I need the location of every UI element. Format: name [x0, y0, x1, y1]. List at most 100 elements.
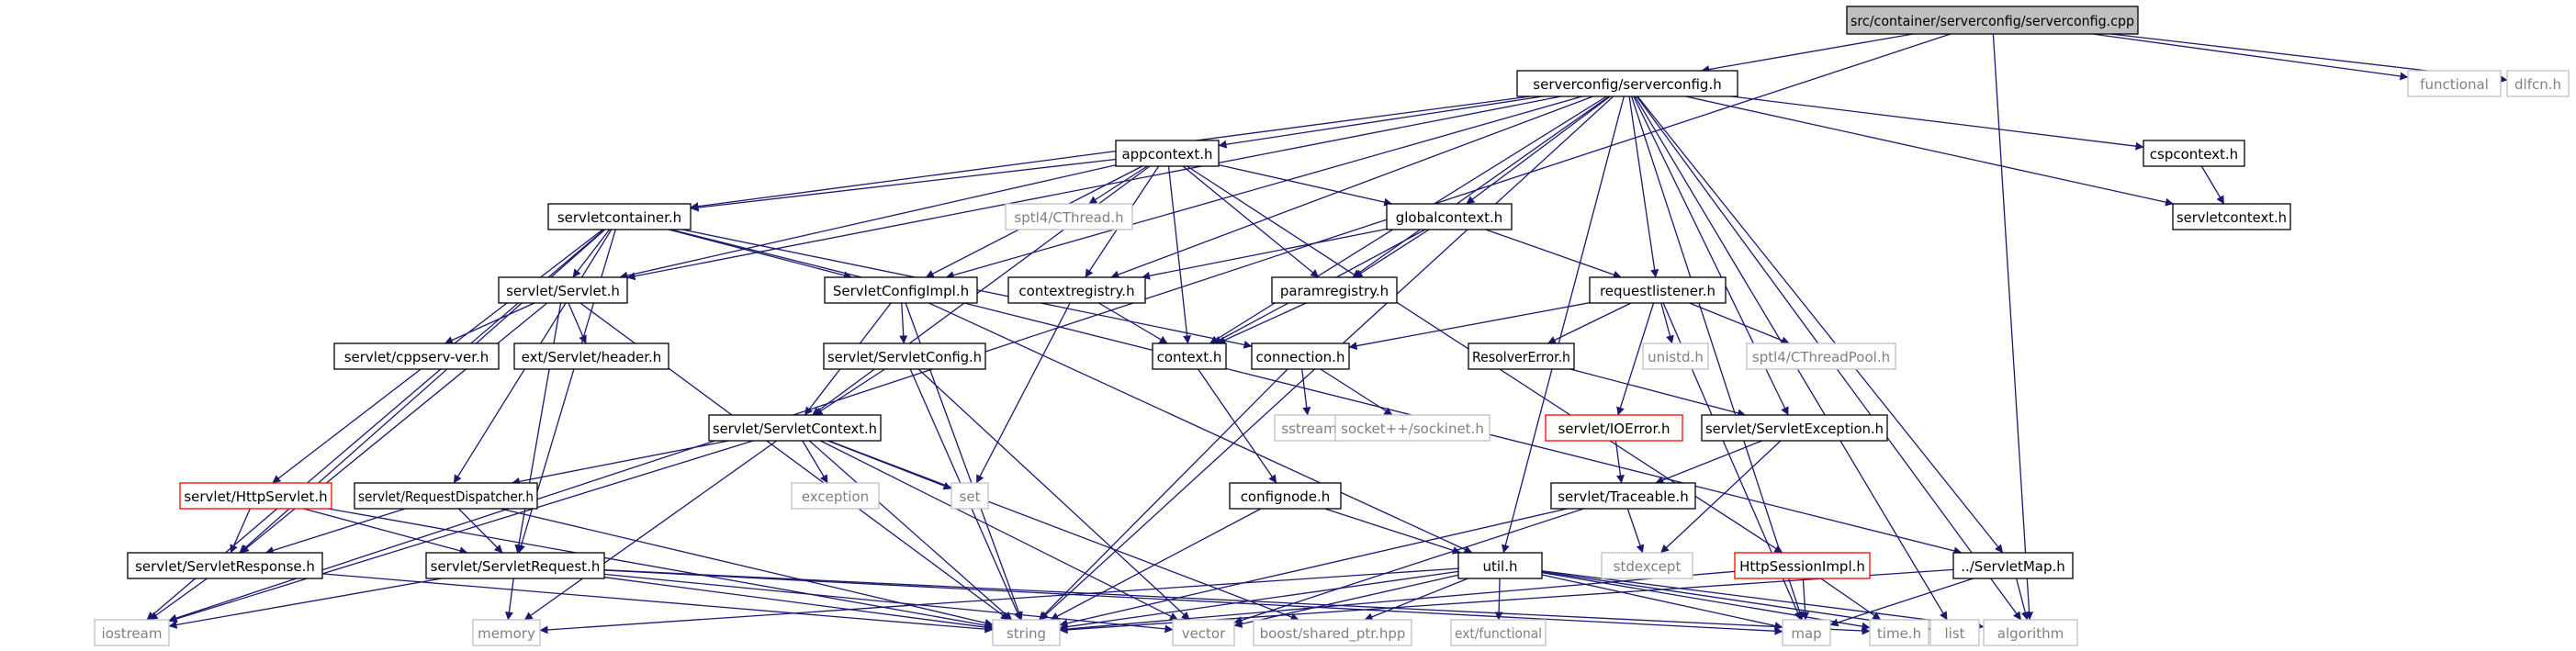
edge-root-to-sc_h — [1701, 33, 1914, 73]
edge-servletexception-to-stdexcept — [1660, 440, 1782, 554]
node-box — [1115, 140, 1220, 167]
node-serverconfig-serverconfig-h[interactable]: serverconfig/serverconfig.h — [1516, 70, 1738, 97]
node-servlet-servletresponse-h[interactable]: servlet/ServletResponse.h — [127, 552, 323, 579]
node-servlet-servletcontext-h[interactable]: servlet/ServletContext.h — [708, 414, 882, 442]
node-box — [1253, 619, 1412, 646]
node-label: servlet/ServletConfig.h — [827, 349, 982, 365]
node-box — [1450, 619, 1547, 646]
node-time-h: time.h — [1869, 619, 1929, 646]
edge-servletresponse-to-iostream — [149, 578, 208, 621]
node-label: exception — [802, 488, 869, 505]
node-servlet-httpservlet-h[interactable]: servlet/HttpServlet.h — [179, 482, 332, 510]
edge-servletconfig-to-vector — [917, 368, 1190, 621]
node-label: servlet/Traceable.h — [1558, 488, 1689, 505]
node-paramregistry-h[interactable]: paramregistry.h — [1271, 276, 1398, 304]
node--servletmap-h[interactable]: ../ServletMap.h — [1952, 552, 2074, 579]
node-label: unistd.h — [1648, 349, 1704, 365]
edge-servlet_servlet-to-servletrequest — [514, 302, 562, 554]
node-label: serverconfig/serverconfig.h — [1533, 76, 1721, 93]
node-box — [1545, 414, 1683, 442]
node-confignode-h[interactable]: confignode.h — [1229, 482, 1342, 510]
node-functional: functional — [2407, 70, 2502, 97]
node-servlet-servletconfig-h[interactable]: servlet/ServletConfig.h — [823, 342, 986, 370]
node-servlet-servletrequest-h[interactable]: servlet/ServletRequest.h — [425, 552, 605, 579]
node-httpsessionimpl-h[interactable]: HttpSessionImpl.h — [1734, 552, 1871, 579]
node-label: servlet/ServletResponse.h — [135, 558, 315, 575]
node-label: ext/functional — [1455, 625, 1542, 642]
node-box — [1516, 70, 1738, 97]
edge-requestdispatcher-to-servletrequest — [457, 508, 503, 554]
edge-sc_h-to-servletcontext_h — [1685, 95, 2174, 207]
node-src-container-serverconfig-serverconfig-cpp[interactable]: src/container/serverconfig/serverconfig.… — [1846, 6, 2139, 35]
edge-servletrequest-to-time — [603, 569, 1871, 635]
node-label: sptl4/CThread.h — [1014, 209, 1123, 226]
node-box — [2407, 70, 2502, 97]
node-box — [1983, 619, 2078, 646]
edge-servlet_servlet-to-servletresponse — [240, 302, 548, 554]
node-string: string — [992, 619, 1061, 646]
node-appcontext-h[interactable]: appcontext.h — [1115, 140, 1220, 167]
node-label: string — [1007, 625, 1046, 642]
node-label: globalcontext.h — [1396, 209, 1503, 226]
edge-servletmap-to-algorithm — [2015, 578, 2030, 621]
node-servlet-traceable-h[interactable]: servlet/Traceable.h — [1550, 482, 1696, 510]
node-servletcontainer-h[interactable]: servletcontainer.h — [547, 203, 692, 230]
node-context-h[interactable]: context.h — [1152, 342, 1227, 370]
node-label: src/container/serverconfig/serverconfig.… — [1850, 13, 2134, 29]
edge-sc_h-to-cspcontext — [1731, 95, 2144, 151]
node-servlet-ioerror-h[interactable]: servlet/IOError.h — [1545, 414, 1683, 442]
node-resolvererror-h[interactable]: ResolverError.h — [1468, 342, 1575, 370]
node-ext-functional: ext/functional — [1450, 619, 1547, 646]
edge-traceable-to-stdexcept — [1626, 508, 1645, 554]
edge-requestlistener-to-unistd — [1660, 302, 1674, 344]
node-box — [1251, 342, 1350, 370]
node-box — [547, 203, 692, 230]
node-label: algorithm — [1997, 625, 2064, 642]
node-servlet-servletexception-h[interactable]: servlet/ServletException.h — [1701, 414, 1888, 442]
node-box — [1172, 619, 1235, 646]
node-algorithm: algorithm — [1983, 619, 2078, 646]
edge-servletcontext_s-to-requestdispatcher — [511, 440, 729, 486]
node-box — [951, 482, 989, 510]
node-servlet-servlet-h[interactable]: servlet/Servlet.h — [498, 276, 628, 304]
edge-requestlistener-to-ioerror — [1616, 302, 1655, 416]
node-requestlistener-h[interactable]: requestlistener.h — [1589, 276, 1727, 304]
node-sptl4-cthread-h: sptl4/CThread.h — [1005, 203, 1133, 230]
node-label: contextregistry.h — [1018, 283, 1134, 299]
node-box — [425, 552, 605, 579]
node-box — [94, 619, 170, 646]
node-util-h[interactable]: util.h — [1457, 552, 1543, 579]
node-servletcontext-h[interactable]: servletcontext.h — [2172, 203, 2291, 230]
node-label: stdexcept — [1614, 558, 1682, 575]
node-cspcontext-h[interactable]: cspcontext.h — [2143, 140, 2245, 167]
node-sstream: sstream — [1274, 414, 1344, 442]
node-box — [708, 414, 882, 442]
node-box — [1229, 482, 1342, 510]
node-connection-h[interactable]: connection.h — [1251, 342, 1350, 370]
node-ext-servlet-header-h[interactable]: ext/Servlet/header.h — [513, 342, 669, 370]
node-box — [1386, 203, 1513, 230]
node-box — [354, 482, 538, 510]
node-servlet-requestdispatcher-h[interactable]: servlet/RequestDispatcher.h — [354, 482, 538, 510]
node-box — [1746, 342, 1896, 370]
node-servlet-cppserv-ver-h[interactable]: servlet/cppserv-ver.h — [333, 342, 500, 370]
edge-util-to-string — [1059, 570, 1459, 632]
edge-confignode-to-util — [1324, 508, 1461, 555]
edge-httpsessionimpl-to-time — [1820, 578, 1882, 621]
node-label: appcontext.h — [1121, 146, 1212, 163]
node-servletconfigimpl-h[interactable]: ServletConfigImpl.h — [824, 276, 978, 304]
node-memory: memory — [472, 619, 541, 646]
edge-servletcontext_s-to-shared_ptr — [828, 440, 1299, 622]
edge-servletexception-to-traceable — [1655, 440, 1762, 485]
edge-connection-to-sockinet — [1320, 368, 1393, 416]
node-set: set — [951, 482, 989, 510]
edge-connection-to-string — [1038, 368, 1288, 621]
edge-sc_h-to-servlet_servlet — [626, 95, 1562, 281]
edge-appcontext-to-paramregistry — [1182, 165, 1320, 278]
node-label: util.h — [1483, 558, 1518, 575]
node-stdexcept: stdexcept — [1601, 552, 1693, 579]
node-box — [1152, 342, 1227, 370]
node-globalcontext-h[interactable]: globalcontext.h — [1386, 203, 1513, 230]
node-box — [1457, 552, 1543, 579]
node-contextregistry-h[interactable]: contextregistry.h — [1007, 276, 1146, 304]
